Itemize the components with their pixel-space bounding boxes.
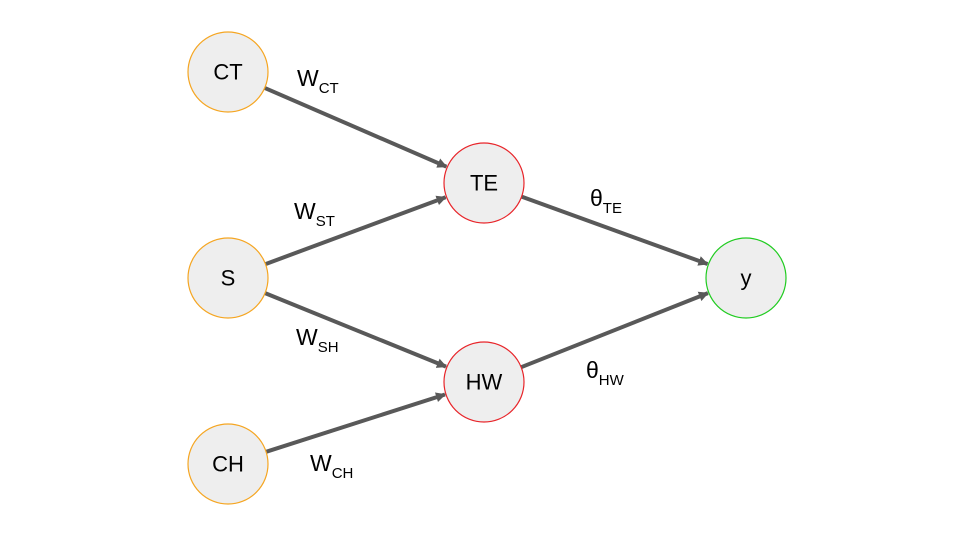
edge-label-theta-te: θTE	[590, 185, 622, 217]
node-hw: HW	[443, 341, 525, 423]
edge-labels-layer: WCT WST WSH WCH θTE θHW	[294, 65, 625, 482]
node-te-circle	[443, 142, 525, 224]
node-s-label: S	[221, 266, 236, 291]
edge-s-te	[264, 195, 447, 266]
node-hw-circle	[443, 341, 525, 423]
node-te: TE	[443, 142, 525, 224]
node-ct: CT	[187, 31, 269, 113]
node-ch-label: CH	[212, 452, 244, 477]
edge-ch-hw	[265, 392, 446, 454]
node-y-circle	[705, 237, 787, 319]
node-y: y	[705, 237, 787, 319]
edge-label-theta-hw: θHW	[586, 357, 625, 389]
edge-label-w-st: WST	[294, 198, 335, 230]
edge-hw-y	[520, 291, 709, 370]
edge-label-w-sh: WSH	[296, 324, 339, 356]
edge-label-w-ct: WCT	[297, 65, 339, 97]
edge-label-w-ch: WCH	[310, 450, 353, 482]
nodes-layer: CT S CH TE HW y	[187, 31, 787, 505]
node-y-label: y	[741, 266, 752, 291]
node-ct-label: CT	[213, 60, 242, 85]
node-ch: CH	[187, 423, 269, 505]
edge-s-hw	[264, 291, 447, 369]
node-hw-label: HW	[466, 370, 503, 395]
edge-te-y	[520, 194, 709, 266]
node-ct-circle	[187, 31, 269, 113]
edge-ct-te	[263, 86, 448, 169]
node-s-circle	[187, 237, 269, 319]
node-ch-circle	[187, 423, 269, 505]
node-te-label: TE	[470, 171, 498, 196]
node-s: S	[187, 237, 269, 319]
edges-layer	[263, 86, 709, 454]
